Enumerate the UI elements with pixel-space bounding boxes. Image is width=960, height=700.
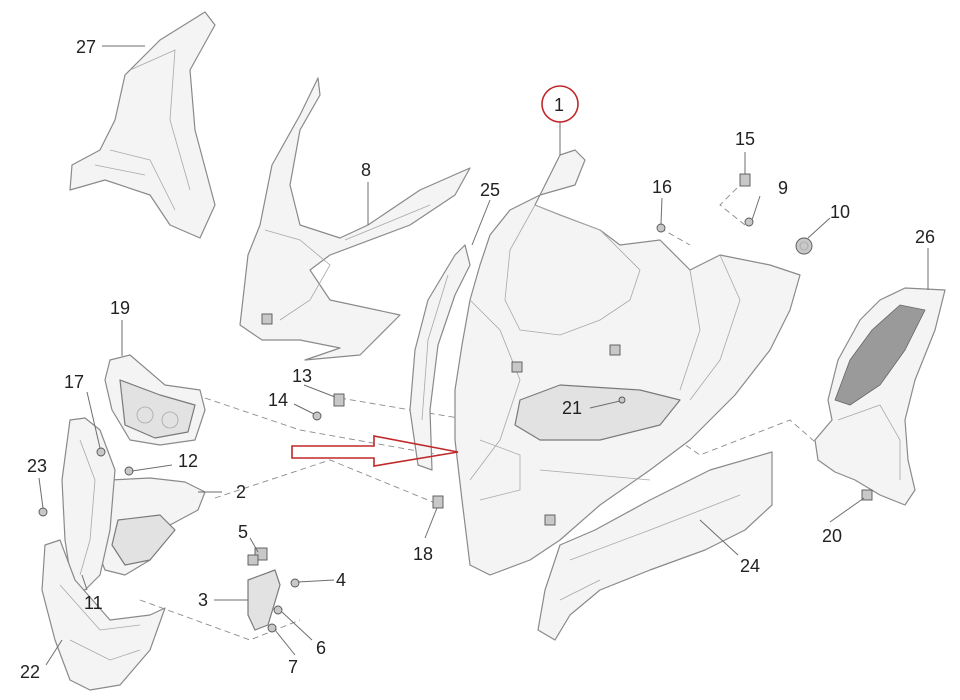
part-2-lower-cover xyxy=(94,477,206,576)
highlight-arrow xyxy=(291,435,459,467)
part-8-upper-cover xyxy=(239,77,471,361)
callout-27: 27 xyxy=(76,37,96,57)
part-19-indicator xyxy=(104,354,206,446)
callout-23: 23 xyxy=(27,456,47,476)
part-27-side-cover xyxy=(69,11,216,239)
callout-26: 26 xyxy=(915,227,935,247)
callout-18: 18 xyxy=(413,544,433,564)
callout-16: 16 xyxy=(652,177,672,197)
callout-2: 2 xyxy=(236,482,246,502)
part-24-lower-strip xyxy=(537,451,773,641)
callout-8: 8 xyxy=(361,160,371,180)
callout-11: 11 xyxy=(84,593,103,613)
callout-17: 17 xyxy=(64,372,84,392)
callout-3: 3 xyxy=(198,590,208,610)
callout-14: 14 xyxy=(268,390,288,410)
callout-10: 10 xyxy=(830,202,850,222)
callout-12: 12 xyxy=(178,451,198,471)
callout-1: 1 xyxy=(554,95,564,115)
callout-22: 22 xyxy=(20,662,40,682)
callout-20: 20 xyxy=(822,526,842,546)
part-22-bottom-shield xyxy=(41,539,166,691)
callout-4: 4 xyxy=(336,570,346,590)
callout-15: 15 xyxy=(735,129,755,149)
callout-1-highlight-circle xyxy=(541,85,579,123)
callout-labels: 1 2 3 4 5 6 7 8 9 10 11 12 13 14 15 16 1… xyxy=(20,37,935,682)
callout-5: 5 xyxy=(238,522,248,542)
callout-13: 13 xyxy=(292,366,312,386)
callout-21: 21 xyxy=(562,398,582,418)
hardware-fasteners xyxy=(38,173,873,633)
leader-lines xyxy=(38,45,929,666)
callout-25: 25 xyxy=(480,180,500,200)
part-1-front-shield xyxy=(454,149,801,576)
part-3-bracket xyxy=(247,569,281,631)
callout-7: 7 xyxy=(288,657,298,677)
part-26-grille-cover xyxy=(814,287,946,506)
callout-19: 19 xyxy=(110,298,130,318)
callout-9: 9 xyxy=(778,178,788,198)
callout-24: 24 xyxy=(740,556,760,576)
assembly-guide-lines xyxy=(139,179,831,641)
callout-6: 6 xyxy=(316,638,326,658)
part-25-strip xyxy=(409,244,471,471)
